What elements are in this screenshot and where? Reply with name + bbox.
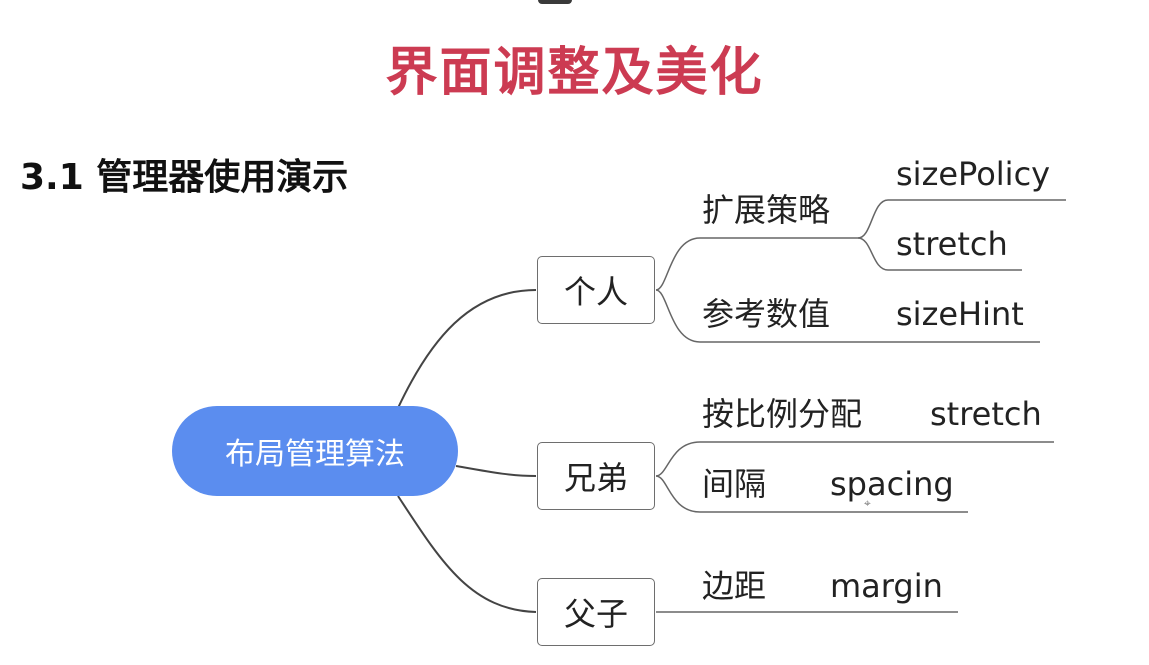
section-heading: 3.1 管理器使用演示 <box>20 157 349 198</box>
branch-node-personal[interactable]: 个人 <box>537 256 655 324</box>
node-expand-policy: 扩展策略 <box>702 191 831 229</box>
connector-personal-expand <box>655 237 858 291</box>
connector-root-parent <box>397 495 537 613</box>
page-title: 界面调整及美化 <box>385 43 764 103</box>
mindmap-root-node[interactable]: 布局管理算法 <box>172 406 458 496</box>
node-reference-value: 参考数值 <box>702 295 831 333</box>
connector-expand-sizepolicy <box>857 199 1066 239</box>
window-tab-handle <box>538 0 572 4</box>
leaf-stretch-personal: stretch <box>896 225 1008 263</box>
connector-expand-stretch <box>857 237 1022 271</box>
connector-sibling-spacing <box>655 475 968 513</box>
leaf-stretch-sibling: stretch <box>930 395 1042 433</box>
connector-root-sibling <box>455 465 537 477</box>
branch-node-sibling[interactable]: 兄弟 <box>537 442 655 510</box>
connector-sibling-ratio <box>655 441 1054 477</box>
branch-node-parent[interactable]: 父子 <box>537 578 655 646</box>
connector-root-personal <box>397 289 537 409</box>
node-margin-label: 边距 <box>702 567 767 605</box>
node-spacing-label: 间隔 <box>702 465 767 503</box>
connector-personal-hint <box>655 289 1040 343</box>
leaf-margin: margin <box>830 567 943 605</box>
leaf-spacing: spacing <box>830 465 954 503</box>
node-proportional-allocation: 按比例分配 <box>702 395 863 433</box>
mouse-cursor-icon: ⌖ <box>864 496 871 510</box>
leaf-sizepolicy: sizePolicy <box>896 155 1051 193</box>
leaf-sizehint: sizeHint <box>896 295 1024 333</box>
